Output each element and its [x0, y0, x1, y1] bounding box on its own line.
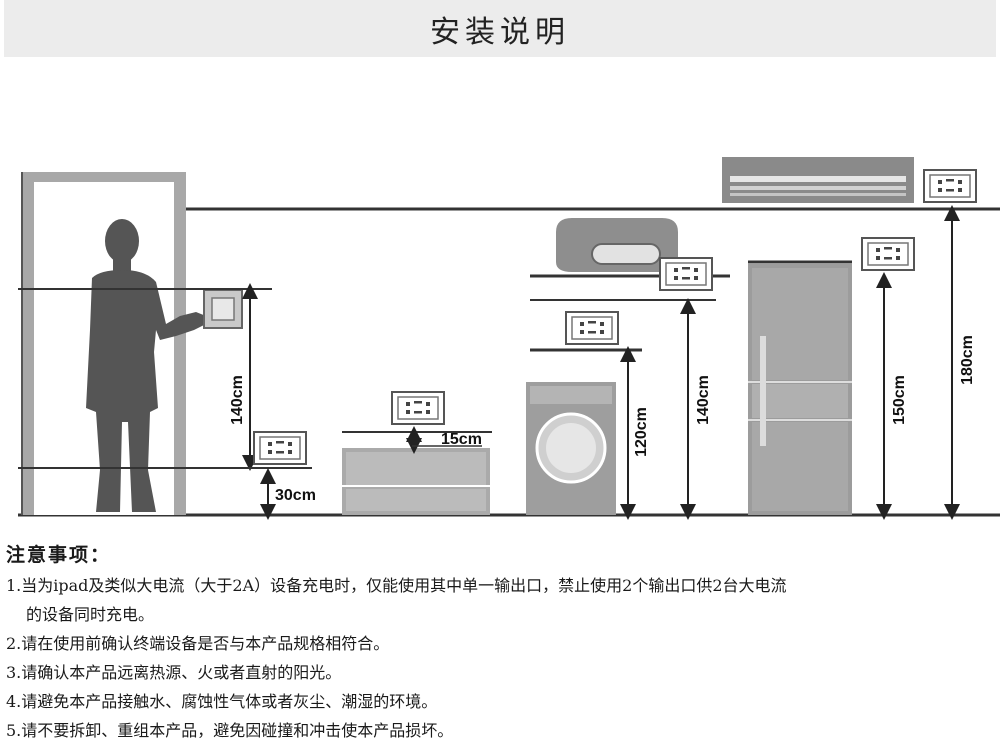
washing-machine — [526, 348, 642, 515]
note-text-continued: 的设备同时充电。 — [26, 605, 155, 624]
fridge-socket-label: 150cm — [891, 375, 908, 425]
socket-fridge — [861, 237, 915, 271]
socket-ac — [923, 169, 977, 203]
cabinet-socket-label: 15cm — [441, 431, 482, 448]
wall-switch-panel — [203, 289, 243, 329]
ac-socket-label: 180cm — [959, 335, 976, 385]
title-bar: 安装说明 — [4, 0, 996, 57]
note-text: 1.当为ipad及类似大电流（大于2A）设备充电时，仅能使用其中单一输出口，禁止… — [6, 576, 787, 595]
person-silhouette — [86, 219, 206, 512]
note-text: 2.请在使用前确认终端设备是否与本产品规格相符合。 — [6, 634, 390, 653]
notes-list: 1.当为ipad及类似大电流（大于2A）设备充电时，仅能使用其中单一输出口，禁止… — [6, 571, 996, 745]
switch-height-label: 140cm — [229, 375, 246, 425]
socket-washer — [565, 311, 619, 345]
air-conditioner — [722, 157, 914, 203]
low-cabinet — [342, 431, 492, 515]
installation-diagram: 140cm 30cm 15cm 120cm 140cm — [18, 157, 1000, 520]
low-socket-label: 30cm — [275, 487, 316, 504]
note-item: 4.请避免本产品接触水、腐蚀性气体或者灰尘、潮湿的环境。 — [6, 687, 996, 716]
socket-cabinet — [391, 391, 445, 425]
socket-low — [253, 431, 307, 465]
heater-socket-label: 140cm — [695, 375, 712, 425]
notes-heading: 注意事项： — [6, 544, 112, 566]
refrigerator — [748, 260, 852, 515]
note-item: 1.当为ipad及类似大电流（大于2A）设备充电时，仅能使用其中单一输出口，禁止… — [6, 571, 996, 629]
water-heater — [530, 218, 730, 301]
note-text: 4.请避免本产品接触水、腐蚀性气体或者灰尘、潮湿的环境。 — [6, 692, 438, 711]
note-item: 3.请确认本产品远离热源、火或者直射的阳光。 — [6, 658, 996, 687]
note-item: 2.请在使用前确认终端设备是否与本产品规格相符合。 — [6, 629, 996, 658]
note-text: 3.请确认本产品远离热源、火或者直射的阳光。 — [6, 663, 342, 682]
socket-heater — [659, 257, 713, 291]
washer-socket-label: 120cm — [633, 407, 650, 457]
page-title: 安装说明 — [430, 14, 570, 50]
